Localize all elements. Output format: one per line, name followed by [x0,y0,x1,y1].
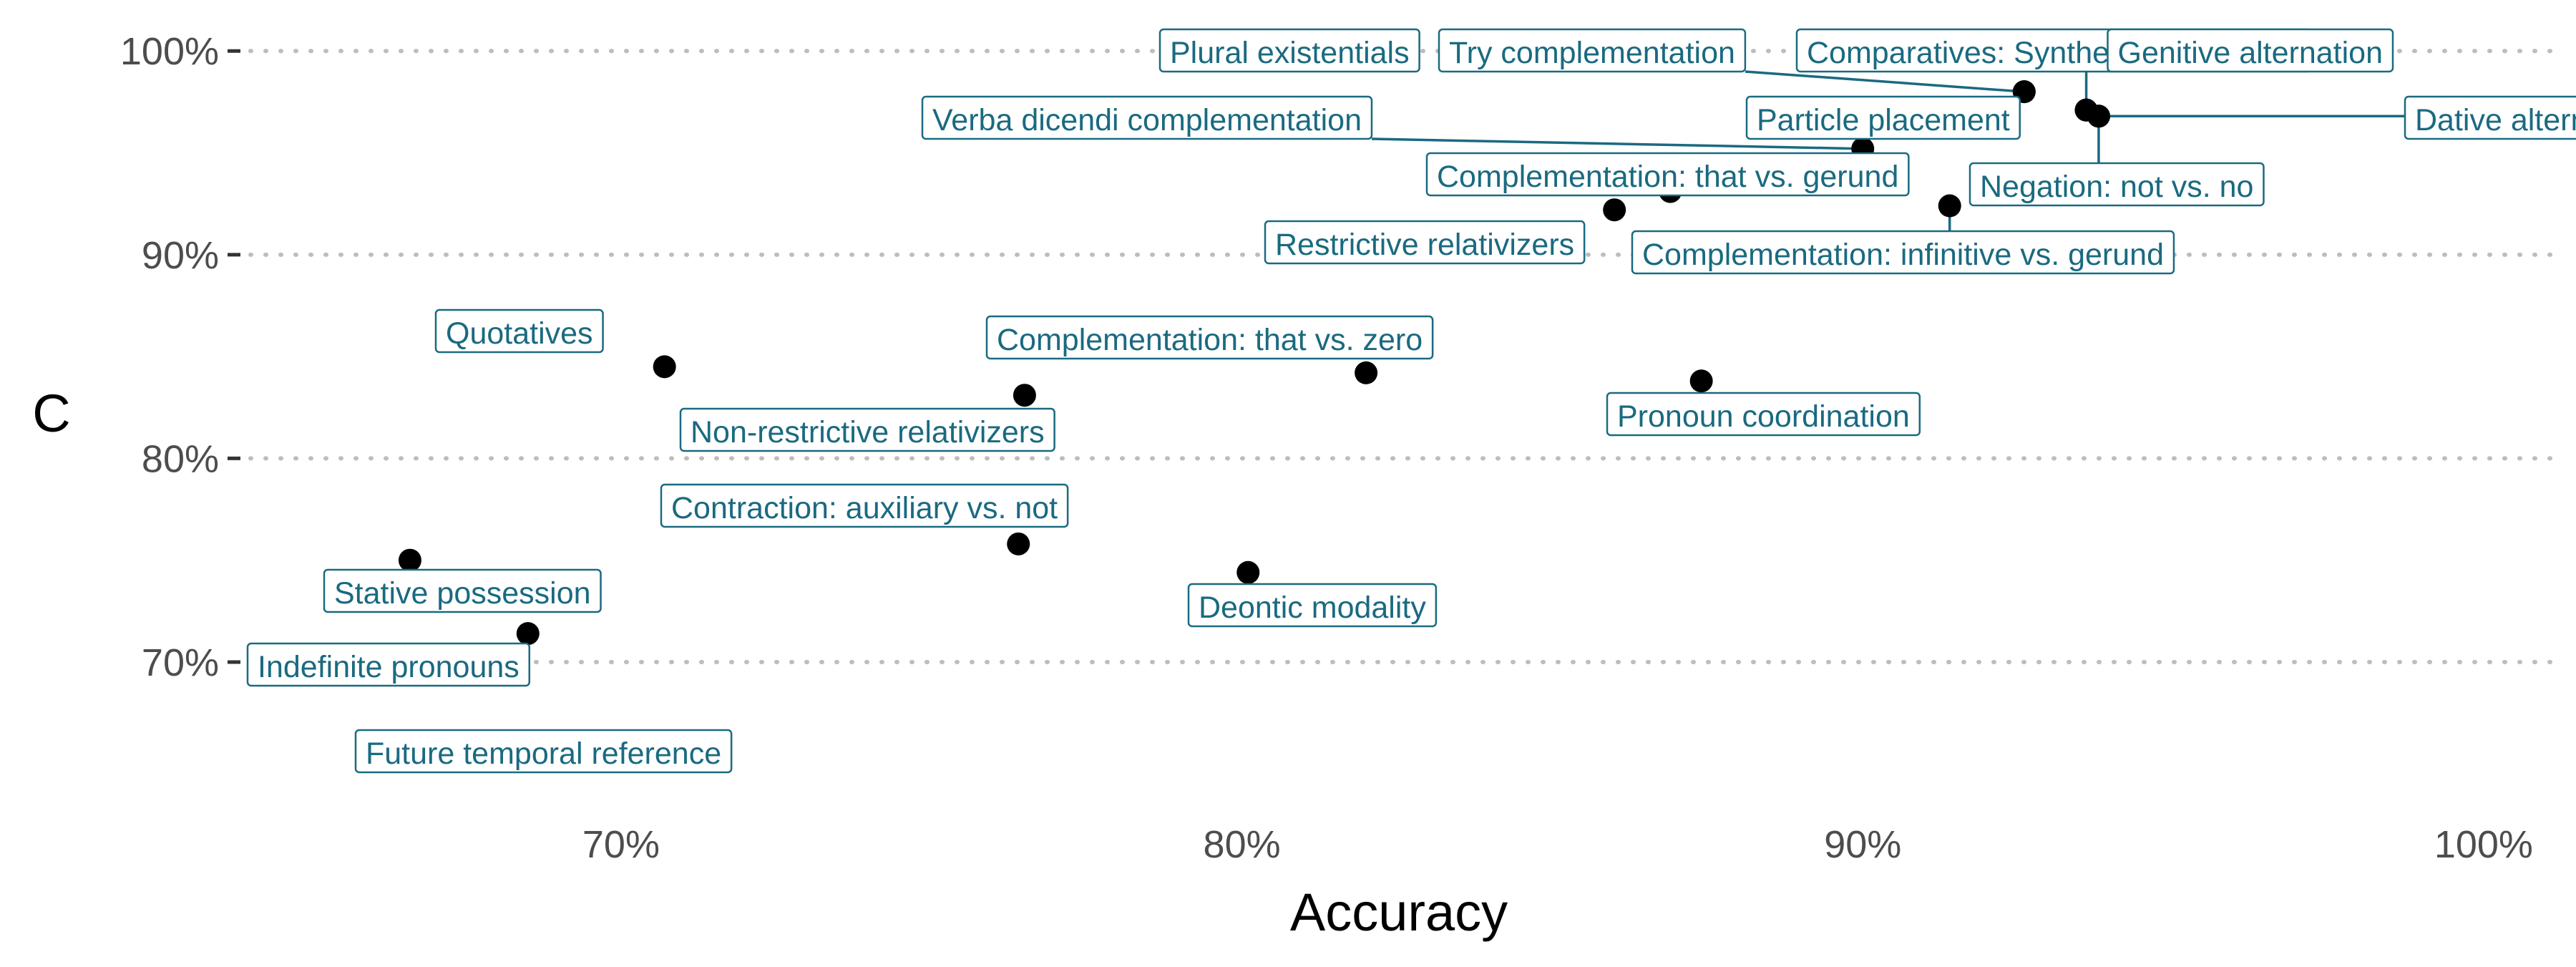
data-point-deontic-modality [1236,560,1260,584]
label-text: Dative alternation [2415,103,2576,137]
label-text: Indefinite pronouns [258,650,519,684]
label-box [985,315,1434,360]
axes: 70% 80% 90% 100% 70% 80% 90% 100% [120,30,2533,866]
label-text: Non-restrictive relativizers [691,415,1045,450]
label-box [1187,583,1438,628]
label-leaders [1371,70,2405,231]
point-label-restrictive-relativizers: Restrictive relativizers [1264,220,1586,265]
point-label-indefinite-pronouns: Indefinite pronouns [246,642,531,687]
y-tick-label: 70% [142,641,219,684]
data-point-contraction-auxiliary-vs-not [1007,532,1030,555]
label-box [2107,28,2394,73]
label-box [1158,28,1420,73]
point-label-negation-not-vs-no: Negation: not vs. no [1968,162,2265,207]
y-tick-label: 80% [142,437,219,480]
label-text: Future temporal reference [366,737,721,771]
x-tick-label: 70% [582,823,660,866]
point-label-stative-possession: Stative possession [323,568,602,613]
label-box [2404,95,2576,140]
data-point-complementation-infinitive-vs-gerund [1938,194,1961,218]
leader-try-complementation [1745,70,2024,93]
label-text: Particle placement [1757,103,2010,137]
label-box [660,483,1069,528]
label-box [679,407,1055,452]
point-label-non-restrictive-relativizers: Non-restrictive relativizers [679,407,1055,452]
point-label-plural-existentials: Plural existentials [1158,28,1420,73]
label-text: Restrictive relativizers [1275,228,1574,262]
point-label-quotatives: Quotatives [434,308,604,354]
point-label-verba-dicendi-complementation: Verba dicendi complementation [921,95,1373,140]
point-label-particle-placement: Particle placement [1745,95,2021,140]
label-box [1606,392,1921,437]
x-axis-title: Accuracy [1290,883,1508,942]
data-point-negation-not-vs-no [2087,105,2110,128]
point-label-complementation-that-vs-gerund: Complementation: that vs. gerund [1425,152,1910,197]
y-tick-label: 100% [120,30,219,73]
point-label-contraction-auxiliary-vs-not: Contraction: auxiliary vs. not [660,483,1069,528]
label-box [1745,95,2021,140]
point-label-complementation-that-vs-zero: Complementation: that vs. zero [985,315,1434,360]
data-point-indefinite-pronouns [516,622,540,646]
data-point-complementation-that-vs-zero [1355,361,1378,384]
leader-verba-dicendi-complementation [1371,137,1863,150]
label-box [1438,28,1747,73]
point-label-future-temporal-reference: Future temporal reference [354,729,733,774]
x-tick-label: 80% [1204,823,1281,866]
point-label-deontic-modality: Deontic modality [1187,583,1438,628]
data-point-restrictive-relativizers [1603,198,1626,222]
label-text: Complementation: that vs. zero [997,323,1423,357]
label-box [1631,230,2175,275]
label-text: Negation: not vs. no [1980,170,2253,204]
label-text: Plural existentials [1170,36,1410,70]
x-tick-label: 90% [1824,823,1901,866]
label-box [1425,152,1910,197]
label-text: Complementation: that vs. gerund [1437,160,1898,194]
data-point-quotatives [653,355,676,379]
point-label-pronoun-coordination: Pronoun coordination [1606,392,1921,437]
label-box [246,642,531,687]
data-point-pronoun-coordination [1689,369,1713,393]
label-text: Deontic modality [1199,591,1426,625]
label-text: Genitive alternation [2118,36,2384,70]
point-label-try-complementation: Try complementation [1438,28,1747,73]
label-text: Stative possession [334,576,591,611]
data-point-stative-possession [398,548,421,572]
label-text: Verba dicendi complementation [932,103,1362,137]
label-box [1968,162,2265,207]
y-axis-title: C [32,384,70,443]
label-box [921,95,1373,140]
label-text: Quotatives [446,316,593,351]
label-box [1264,220,1586,265]
label-text: Pronoun coordination [1617,399,1910,434]
y-tick-label: 90% [142,234,219,277]
label-text: Contraction: auxiliary vs. not [671,491,1058,525]
label-box [354,729,733,774]
point-label-complementation-infinitive-vs-gerund: Complementation: infinitive vs. gerund [1631,230,2175,275]
point-label-genitive-alternation: Genitive alternation [2107,28,2394,73]
label-text: Complementation: infinitive vs. gerund [1642,238,2164,272]
label-text: Try complementation [1449,36,1735,70]
label-box [323,568,602,613]
label-box [434,308,604,354]
x-tick-label: 100% [2434,823,2533,866]
data-point-non-restrictive-relativizers [1013,384,1036,407]
point-label-dative-alternation: Dative alternation [2404,95,2576,140]
